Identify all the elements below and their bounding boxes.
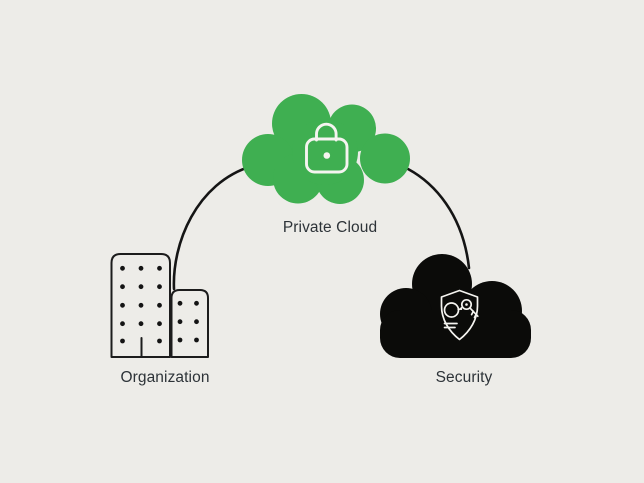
security-label: Security	[435, 369, 493, 386]
organization-label: Organization	[120, 369, 210, 386]
private-cloud-shape	[242, 94, 410, 204]
shield-key-icon	[440, 289, 479, 341]
lock-icon	[305, 122, 349, 174]
connector-private-cloud-security	[406, 167, 471, 270]
private-cloud-label: Private Cloud	[282, 219, 378, 236]
office-building-icon	[110, 253, 209, 358]
connector-organization-private-cloud	[172, 164, 254, 291]
security-cloud-shape	[380, 254, 531, 358]
